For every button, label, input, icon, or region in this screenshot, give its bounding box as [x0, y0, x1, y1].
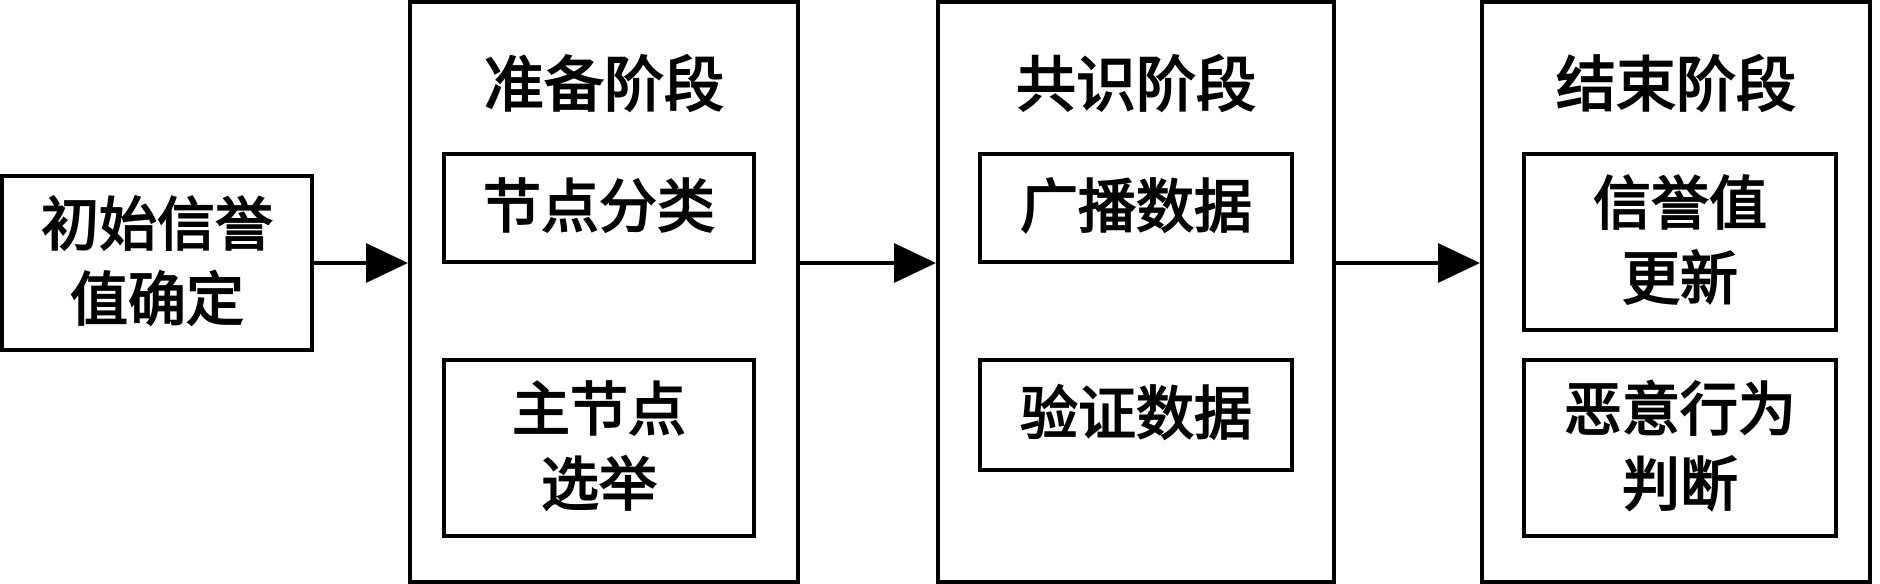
stage-consensus: 共识阶段	[936, 0, 1336, 584]
arrow-start-to-preparation	[314, 243, 408, 283]
arrow-preparation-to-consensus	[800, 243, 936, 283]
step-reputation-update: 信誉值 更新	[1522, 152, 1838, 332]
arrow-consensus-to-ending	[1336, 243, 1480, 283]
start-label: 初始信誉 值确定	[40, 190, 273, 334]
step-malicious-behavior-judgment: 恶意行为 判断	[1522, 358, 1838, 538]
step-node-classification: 节点分类	[442, 152, 756, 264]
step-broadcast-data: 广播数据	[978, 152, 1294, 264]
stage-preparation-title: 准备阶段	[484, 51, 724, 121]
step-label: 信誉值 更新	[1592, 169, 1767, 313]
stage-consensus-title: 共识阶段	[1016, 51, 1256, 121]
step-label: 验证数据	[1019, 380, 1252, 449]
step-label: 广播数据	[1019, 173, 1252, 242]
step-label: 节点分类	[482, 173, 715, 242]
step-primary-node-election: 主节点 选举	[442, 358, 756, 538]
step-label: 主节点 选举	[511, 375, 686, 519]
step-verify-data: 验证数据	[978, 358, 1294, 472]
step-label: 恶意行为 判断	[1563, 375, 1796, 519]
start-box: 初始信誉 值确定	[0, 174, 314, 352]
stage-ending-title: 结束阶段	[1556, 51, 1796, 121]
